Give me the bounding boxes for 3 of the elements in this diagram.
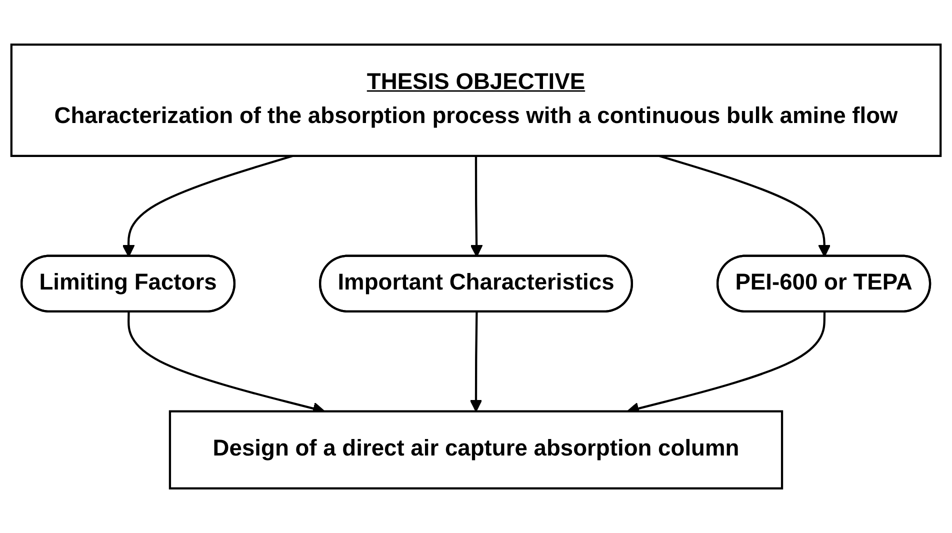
node-box: Design of a direct air capture absorption column	[168, 410, 784, 490]
arrow	[470, 312, 482, 412]
node-box: THESIS OBJECTIVE Characterization of the absorption process with a continuous bulk amine flow	[10, 44, 942, 157]
